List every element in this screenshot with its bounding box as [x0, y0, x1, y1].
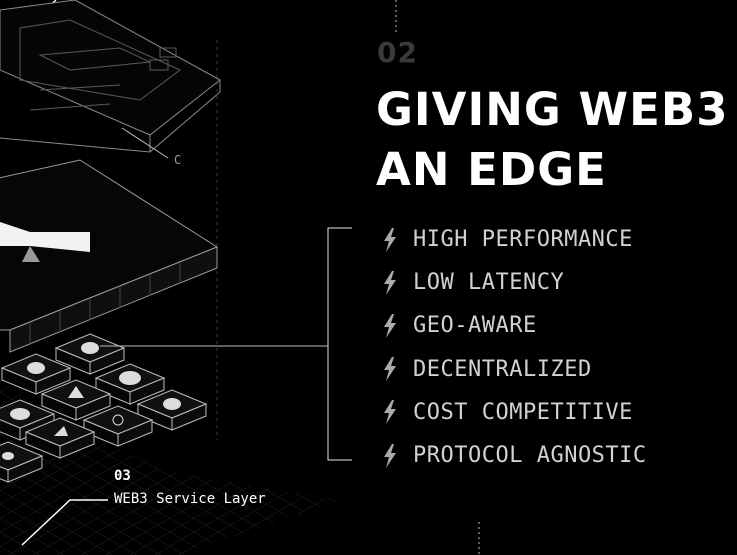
- layer-name: WEB3 Service Layer: [114, 491, 266, 507]
- callout-c-line: [121, 127, 169, 159]
- floor-grid: [0, 382, 340, 555]
- feature-list: HIGH PERFORMANCE LOW LATENCY GEO-AWARE D…: [380, 218, 647, 477]
- feature-label: LOW LATENCY: [413, 270, 565, 296]
- feature-item: LOW LATENCY: [380, 261, 647, 304]
- feature-item: GEO-AWARE: [380, 304, 647, 347]
- feature-label: HIGH PERFORMANCE: [413, 227, 633, 253]
- logo-wedge: [0, 222, 90, 252]
- callout-c-label: C: [174, 153, 182, 167]
- feature-item: PROTOCOL AGNOSTIC: [380, 434, 647, 477]
- lightning-bolt-icon: [384, 227, 396, 252]
- lightning-bolt-icon: [384, 443, 396, 468]
- feature-item: HIGH PERFORMANCE: [380, 218, 647, 261]
- layer-leader-line: [21, 499, 108, 546]
- lightning-bolt-icon: [384, 313, 396, 338]
- layer-number: 03: [114, 468, 131, 484]
- service-tiles: [0, 333, 208, 483]
- feature-label: GEO-AWARE: [413, 313, 537, 339]
- feature-item: DECENTRALIZED: [380, 348, 647, 391]
- feature-label: COST COMPETITIVE: [413, 399, 633, 425]
- feature-label: DECENTRALIZED: [413, 356, 592, 382]
- headline-line-2: AN EDGE: [376, 143, 607, 196]
- headline-line-1: GIVING WEB3: [376, 83, 729, 136]
- lightning-bolt-icon: [384, 357, 396, 382]
- platform-slab: [0, 159, 219, 353]
- feature-item: COST COMPETITIVE: [380, 391, 647, 434]
- headline: GIVING WEB3 AN EDGE: [376, 80, 729, 200]
- lightning-bolt-icon: [384, 270, 396, 295]
- feature-label: PROTOCOL AGNOSTIC: [413, 443, 647, 469]
- device-tablet: [0, 0, 221, 153]
- lightning-bolt-icon: [384, 400, 396, 425]
- section-number: 02: [377, 36, 418, 69]
- feature-bracket: [327, 227, 352, 461]
